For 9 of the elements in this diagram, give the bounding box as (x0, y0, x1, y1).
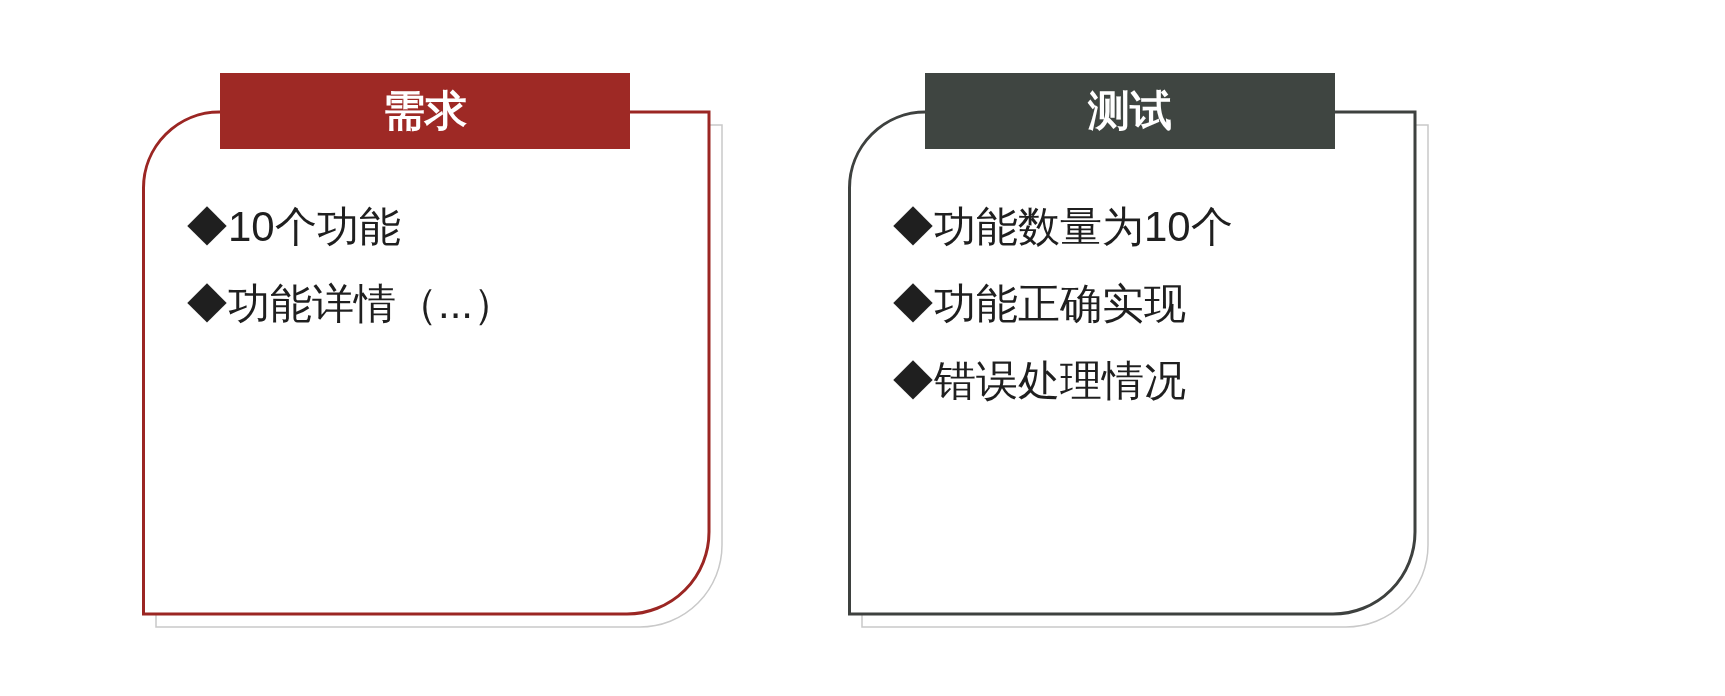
card-header: 测试 (925, 73, 1335, 149)
card-header: 需求 (220, 73, 630, 149)
bullet-text: ◆功能正确实现 (892, 279, 1187, 329)
bullet-text: ◆10个功能 (186, 202, 402, 252)
bullet-text: ◆功能数量为10个 (892, 202, 1233, 252)
card (142, 73, 724, 629)
card (848, 73, 1430, 629)
bullet-text: ◆错误处理情况 (892, 356, 1187, 406)
bullet-text: ◆功能详情（...） (186, 279, 515, 329)
